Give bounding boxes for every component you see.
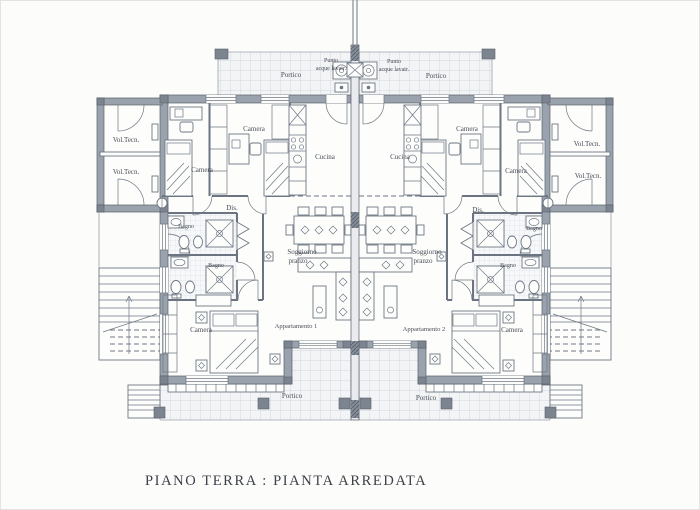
- party-wall: [346, 0, 364, 421]
- label-bagno-right-2: Bagno: [500, 263, 516, 269]
- label-portico-top-right: Portico: [426, 72, 447, 80]
- left-half-geometry: [96, 48, 352, 421]
- label-camera-left-bottom: Camera: [190, 326, 213, 334]
- label-dis-right: Dis.: [472, 206, 484, 214]
- label-camera-left-b: Camera: [243, 125, 266, 133]
- label-bagno-left-1: Bagno: [178, 224, 194, 230]
- label-voltecn-left-2: Vol.Tecn.: [113, 168, 140, 176]
- label-soggiorno-left-2: pranzo: [288, 257, 308, 265]
- label-cucina-right: Cucina: [390, 153, 411, 161]
- label-camera-left-a: Camera: [191, 166, 214, 174]
- label-soggiorno-right-1: Soggiorno: [412, 248, 442, 256]
- label-camera-right-b: Camera: [456, 125, 479, 133]
- drawing-title: PIANO TERRA : PIANTA ARREDATA: [145, 473, 427, 489]
- label-camera-right-a: Camera: [505, 167, 528, 175]
- label-portico-top-left: Portico: [281, 71, 302, 79]
- label-voltecn-right-1: Vol.Tecn.: [574, 140, 601, 148]
- label-dis-left: Dis.: [226, 204, 238, 212]
- label-voltecn-left-1: Vol.Tecn.: [113, 136, 140, 144]
- label-voltecn-right-2: Vol.Tecn.: [575, 172, 602, 180]
- label-cucina-left: Cucina: [315, 153, 336, 161]
- label-apartment-1: Appartamento 1: [275, 323, 318, 330]
- label-punto-acque-left-1: Punto: [324, 58, 338, 64]
- room-labels: Portico Portico Punto acque lavatr. Punt…: [113, 58, 602, 402]
- label-soggiorno-right-2: pranzo: [413, 257, 433, 265]
- label-bagno-left-2: Bagno: [208, 263, 224, 269]
- right-half-geometry: [358, 48, 614, 421]
- label-punto-acque-left-2: acque lavatr.: [316, 66, 347, 72]
- label-punto-acque-right-1: Punto: [387, 59, 401, 65]
- label-punto-acque-right-2: acque lavatr.: [379, 67, 410, 73]
- label-soggiorno-left-1: Soggiorno: [287, 248, 317, 256]
- label-apartment-2: Appartamento 2: [403, 326, 446, 333]
- label-bagno-right-1: Bagno: [526, 226, 542, 232]
- label-camera-right-bottom: Camera: [501, 326, 524, 334]
- label-portico-bottom-right: Portico: [416, 394, 437, 402]
- label-portico-bottom-left: Portico: [282, 392, 303, 400]
